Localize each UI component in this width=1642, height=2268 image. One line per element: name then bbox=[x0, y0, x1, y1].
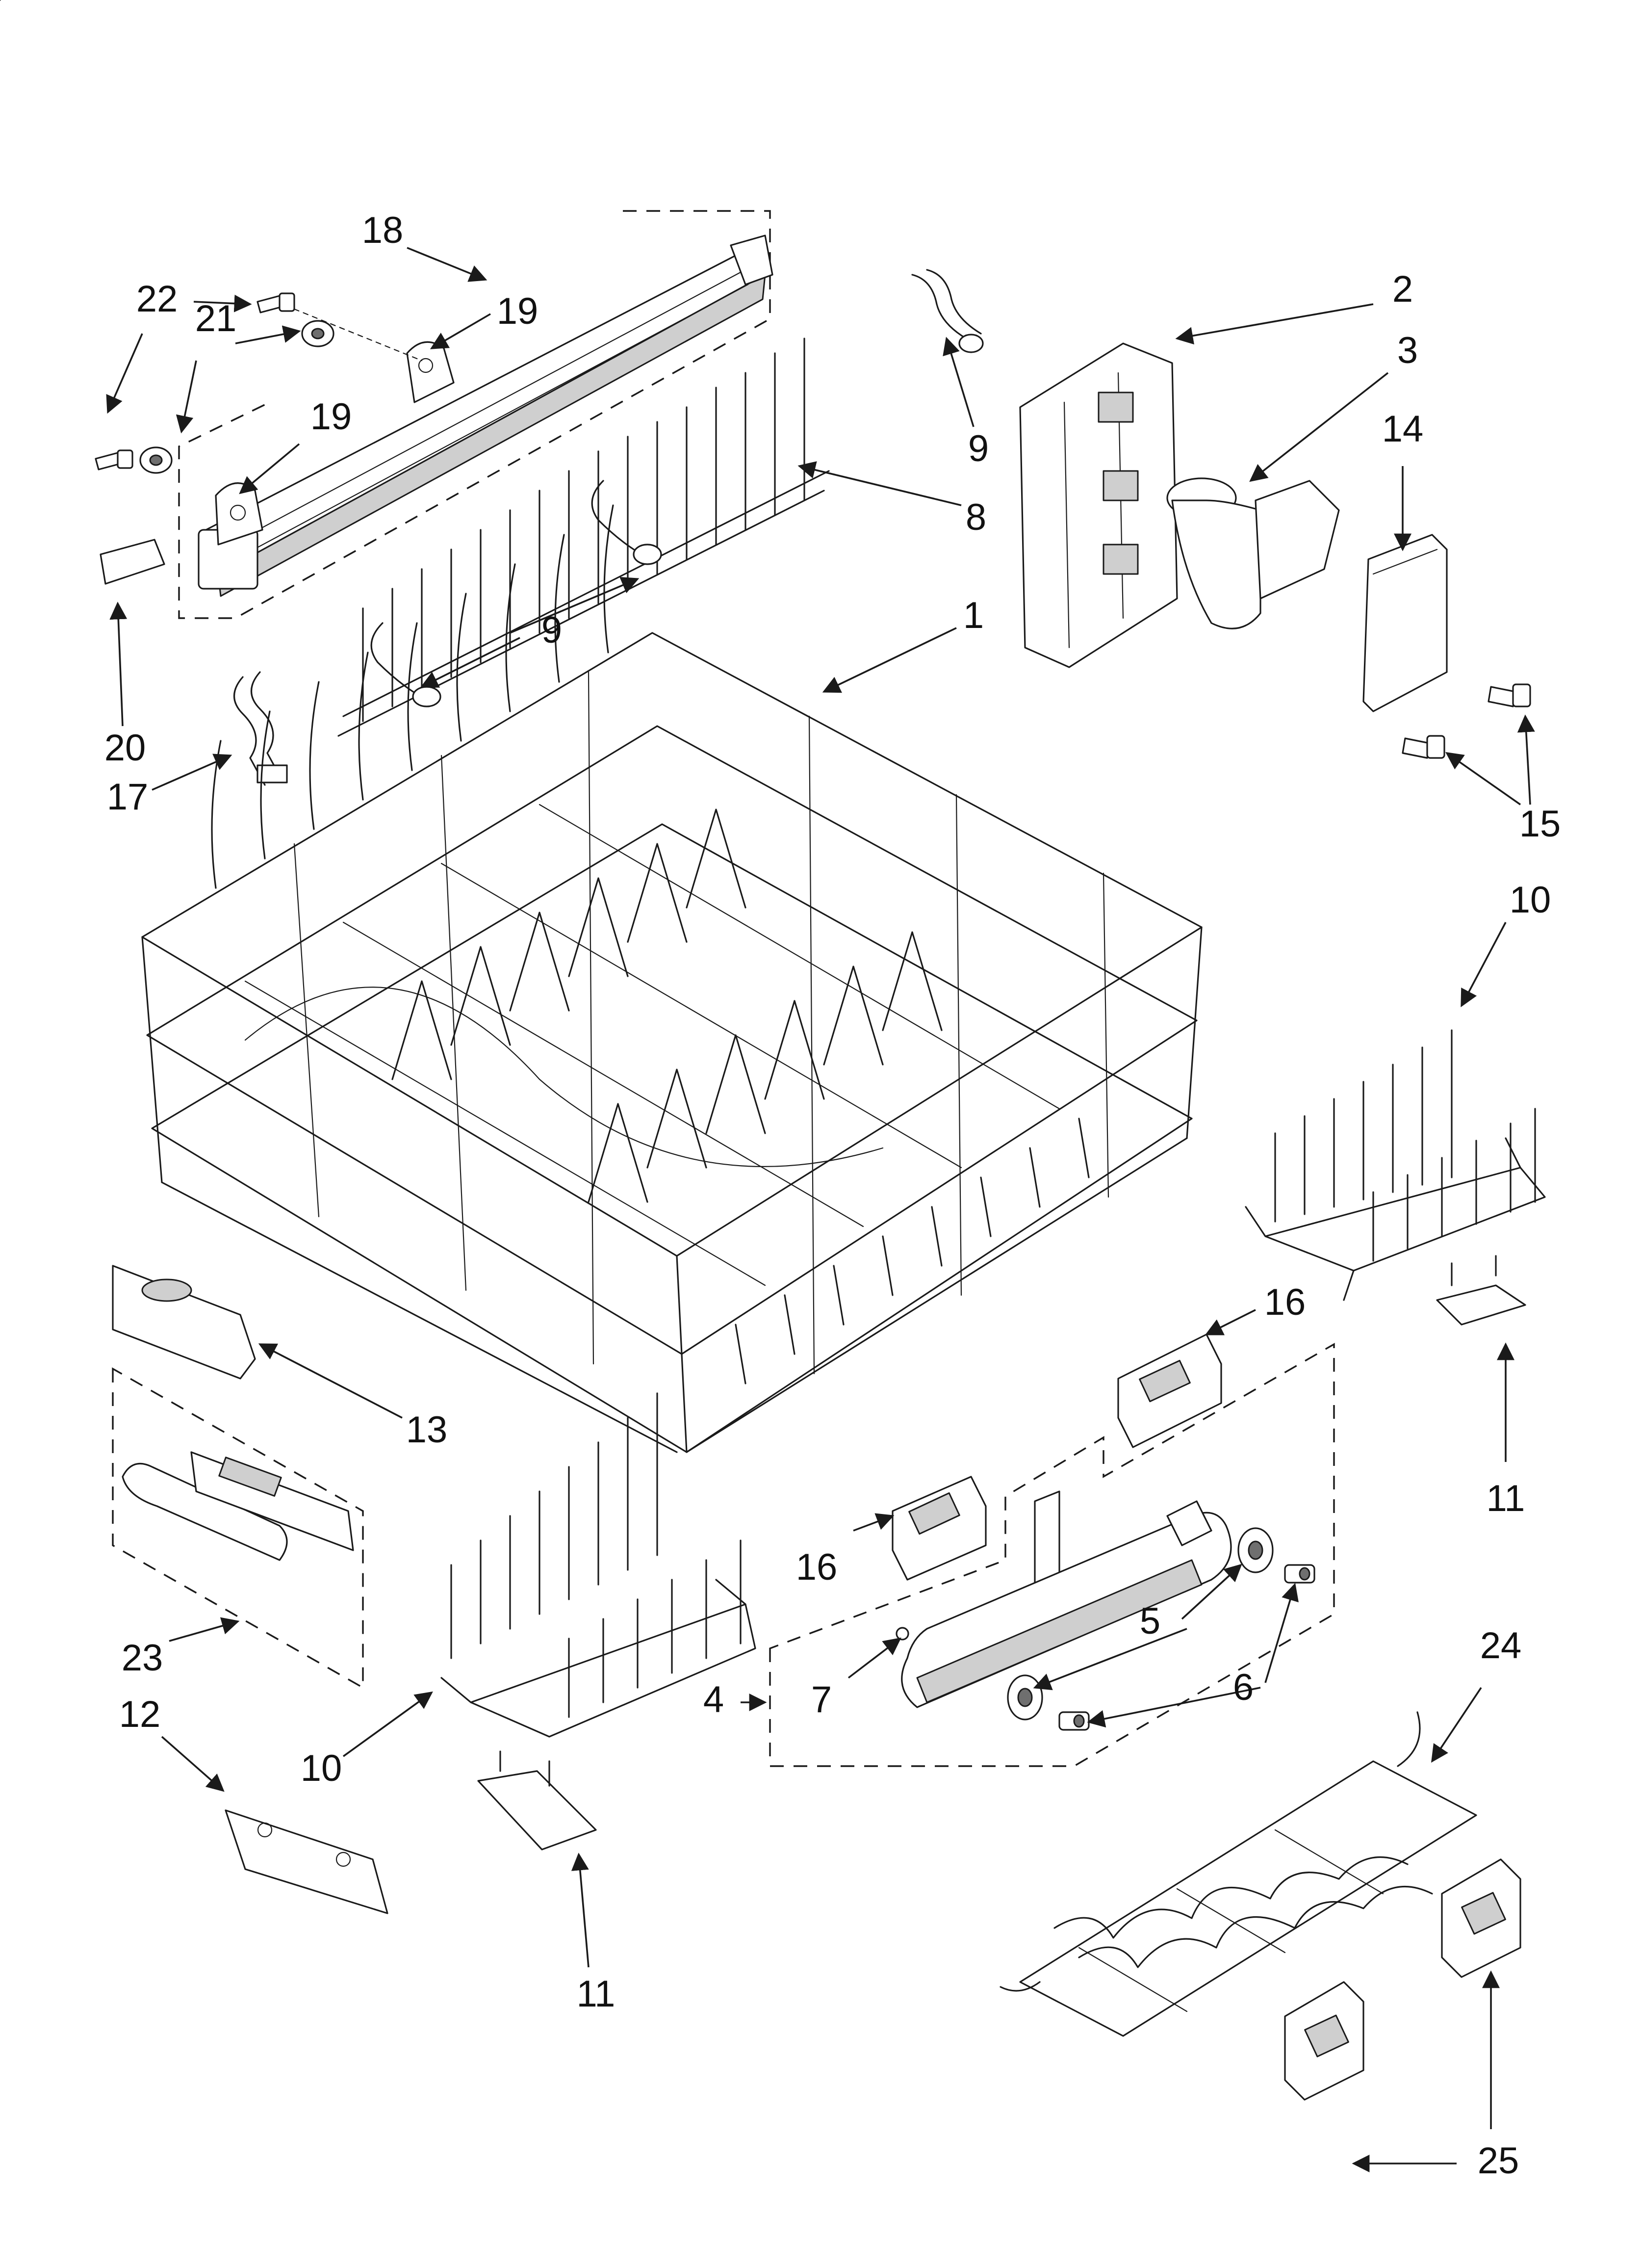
callout-16-lower: 16 bbox=[796, 1546, 838, 1588]
axle-6-lower bbox=[1058, 1711, 1090, 1731]
tine-rack-10-right bbox=[1245, 1029, 1546, 1301]
callout-12: 12 bbox=[119, 1694, 161, 1735]
end-cap-20 bbox=[100, 539, 165, 585]
callout-5: 5 bbox=[1140, 1600, 1160, 1642]
callout-6: 6 bbox=[1233, 1667, 1254, 1708]
axle-6-upper bbox=[1284, 1564, 1315, 1584]
tine-mount-2 bbox=[1019, 342, 1178, 668]
callout-8: 8 bbox=[966, 496, 986, 538]
rail-bracket-12 bbox=[225, 1809, 388, 1914]
upper-rack-1 bbox=[141, 632, 1203, 1453]
screw-22-lower bbox=[95, 449, 133, 470]
screw-15-upper bbox=[1488, 683, 1531, 707]
adjuster-assembly-dashed-outline bbox=[178, 210, 771, 619]
slide-clip-25-lower bbox=[1284, 1981, 1364, 2101]
handle-assembly-dashed-outline bbox=[112, 1367, 364, 1689]
callout-9-upper: 9 bbox=[968, 428, 989, 469]
callout-10-right: 10 bbox=[1510, 879, 1551, 921]
callout-25: 25 bbox=[1478, 2140, 1519, 2182]
callout-21: 21 bbox=[195, 298, 237, 339]
callout-19-lower: 19 bbox=[310, 396, 352, 438]
tine-lever-3 bbox=[1166, 477, 1340, 629]
callout-20: 20 bbox=[104, 727, 146, 769]
callout-18: 18 bbox=[362, 209, 404, 251]
callout-labels: 18 22 21 19 19 20 17 9 9 8 2 3 14 1 15 1… bbox=[104, 209, 1561, 2182]
callout-14: 14 bbox=[1382, 408, 1424, 450]
callout-22: 22 bbox=[136, 278, 178, 320]
callout-17: 17 bbox=[107, 776, 149, 818]
rack-clip-17 bbox=[233, 671, 288, 786]
callout-23: 23 bbox=[122, 1637, 163, 1679]
callout-15: 15 bbox=[1519, 803, 1561, 845]
leader-lines bbox=[106, 247, 1535, 2172]
rail-stop-19-upper bbox=[406, 341, 455, 403]
tine-clip-9-lower bbox=[370, 622, 441, 707]
rail-stop-19-lower bbox=[215, 482, 263, 546]
slide-clip-25-upper bbox=[1441, 1858, 1521, 1978]
callout-2: 2 bbox=[1392, 268, 1413, 310]
upper-rack-1-tines bbox=[211, 504, 1090, 1384]
wheel-carrier-4 bbox=[901, 1490, 1232, 1708]
cover-plate-14 bbox=[1362, 534, 1448, 712]
callout-13: 13 bbox=[406, 1409, 448, 1451]
callout-16-upper: 16 bbox=[1264, 1281, 1306, 1323]
stop-16-upper bbox=[1117, 1333, 1222, 1448]
tine-clip-9-middle bbox=[591, 480, 662, 565]
screw-15-lower bbox=[1402, 735, 1445, 759]
callout-9-lower: 9 bbox=[541, 609, 562, 651]
callout-10-left: 10 bbox=[301, 1747, 342, 1789]
callout-11-right: 11 bbox=[1487, 1478, 1525, 1519]
wheel-carrier-dashed-outline bbox=[769, 1343, 1335, 1767]
bearing-21-lower bbox=[139, 446, 173, 474]
screw-7 bbox=[896, 1627, 909, 1641]
rack-slide-24 bbox=[1000, 1711, 1477, 2037]
handle-trim-23 bbox=[122, 1451, 354, 1561]
callout-3: 3 bbox=[1397, 330, 1418, 371]
wheel-5-upper bbox=[1237, 1527, 1274, 1573]
rack-clip-13 bbox=[112, 1265, 256, 1380]
stop-16-lower bbox=[892, 1476, 987, 1581]
callout-24: 24 bbox=[1480, 1625, 1522, 1667]
screw-22-upper bbox=[257, 292, 295, 313]
callout-4: 4 bbox=[703, 1679, 724, 1721]
tine-rack-10-left bbox=[440, 1392, 756, 1738]
wheel-5-lower bbox=[1007, 1674, 1043, 1721]
tine-clip-11-left bbox=[477, 1750, 597, 1851]
adjuster-rail bbox=[198, 235, 773, 597]
screw-alignment-line bbox=[293, 308, 423, 362]
callout-1: 1 bbox=[963, 595, 984, 636]
tine-clip-11-right bbox=[1436, 1255, 1526, 1326]
callout-7: 7 bbox=[811, 1679, 832, 1721]
callout-11-left: 11 bbox=[577, 1973, 616, 2015]
bearing-21-upper bbox=[301, 320, 334, 347]
callout-19-upper: 19 bbox=[497, 290, 539, 332]
